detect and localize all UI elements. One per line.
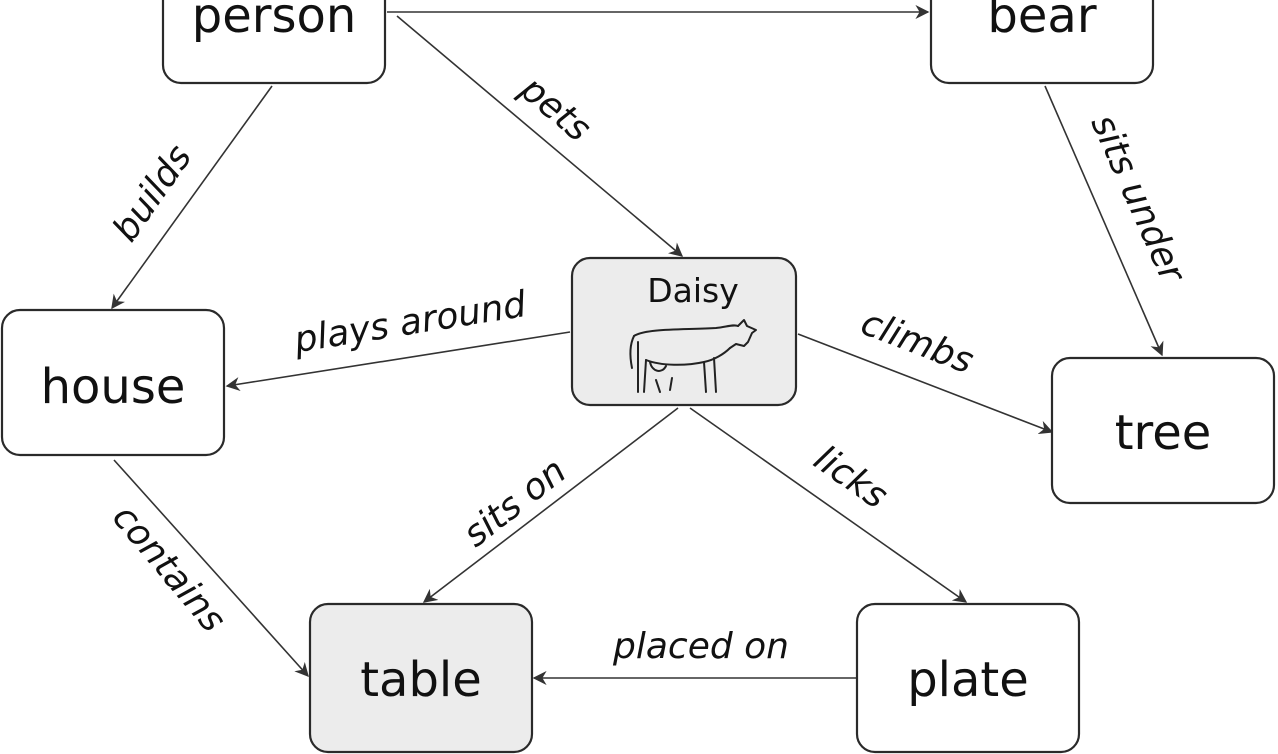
node-label-house: house	[41, 359, 186, 415]
node-daisy[interactable]: Daisy	[570, 256, 798, 407]
edge-label-plays-around: plays around	[291, 284, 530, 361]
cow-icon	[629, 319, 757, 393]
node-label-tree: tree	[1115, 405, 1212, 461]
edge-house-table	[113, 459, 309, 678]
edge-daisy-table	[422, 407, 679, 603]
edge-person-daisy	[396, 15, 684, 257]
node-table[interactable]: table	[308, 602, 534, 754]
edge-label-sits-on: sits on	[456, 450, 574, 555]
node-tree[interactable]: tree	[1050, 356, 1276, 505]
edge-label-builds: builds	[105, 138, 200, 249]
edge-bear-tree	[1044, 85, 1164, 357]
edge-label-sits-under: sits under	[1082, 108, 1193, 290]
edge-person-house	[111, 85, 273, 310]
edge-daisy-tree	[797, 333, 1054, 434]
node-house[interactable]: house	[0, 308, 226, 457]
node-person[interactable]: person	[161, 0, 387, 85]
edge-label-climbs: climbs	[855, 302, 978, 382]
edge-daisy-plate	[689, 407, 968, 603]
node-label-person: person	[192, 0, 357, 44]
edge-label-contains: contains	[104, 497, 233, 640]
node-bear[interactable]: bear	[929, 0, 1155, 85]
edge-daisy-house	[225, 331, 571, 391]
node-label-daisy: Daisy	[647, 271, 739, 310]
node-label-bear: bear	[987, 0, 1096, 44]
node-label-table: table	[360, 652, 482, 708]
edge-label-pets: pets	[512, 68, 599, 150]
node-label-plate: plate	[907, 652, 1029, 708]
edge-label-placed-on: placed on	[612, 626, 789, 667]
edge-label-licks: licks	[806, 438, 895, 517]
node-plate[interactable]: plate	[855, 602, 1081, 754]
